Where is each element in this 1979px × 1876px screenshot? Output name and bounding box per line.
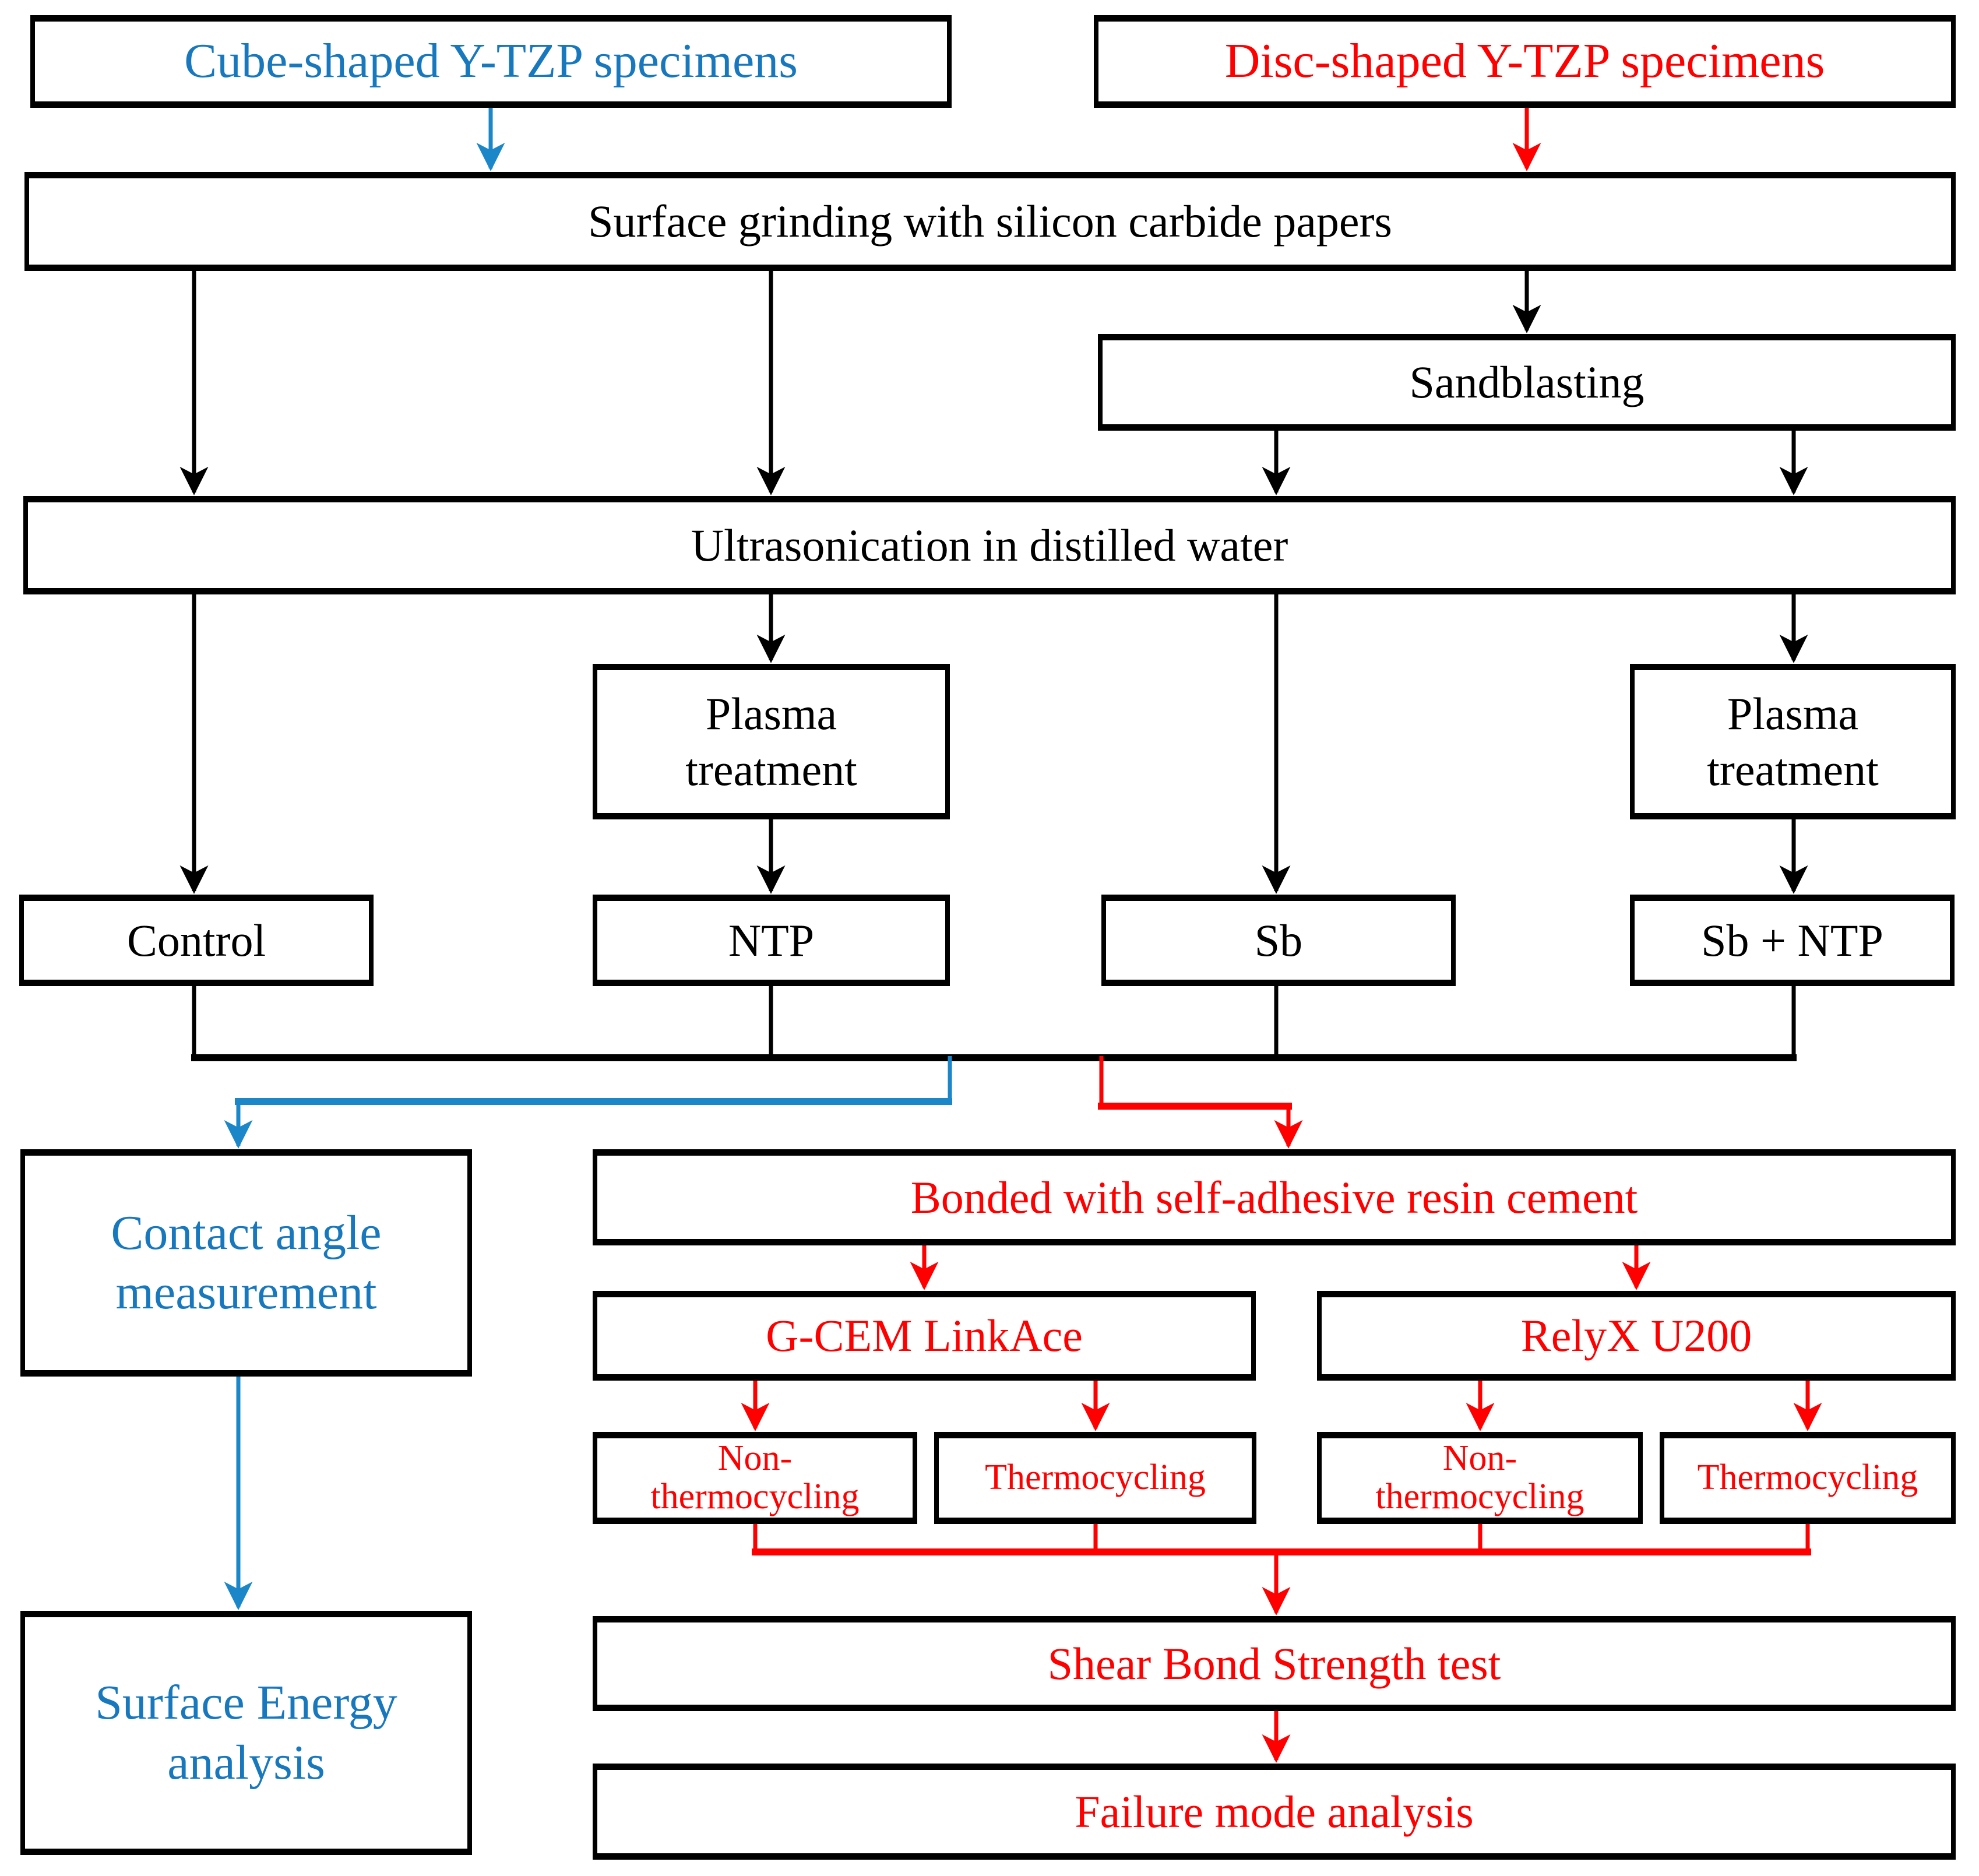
node-contact-angle-measurement: Contact angle measurement xyxy=(20,1149,472,1377)
node-gcem-thermocycling: Thermocycling xyxy=(934,1432,1256,1524)
node-surface-energy-analysis: Surface Energy analysis xyxy=(20,1611,472,1855)
node-relyx-non-thermocycling: Non- thermocycling xyxy=(1317,1432,1643,1524)
node-plasma-treatment-right: Plasma treatment xyxy=(1630,664,1956,819)
node-sandblasting: Sandblasting xyxy=(1098,334,1956,431)
node-group-sb-ntp: Sb + NTP xyxy=(1630,895,1955,986)
node-failure-mode-analysis: Failure mode analysis xyxy=(593,1764,1956,1860)
node-shear-bond-strength-test: Shear Bond Strength test xyxy=(593,1616,1956,1711)
node-group-ntp: NTP xyxy=(593,895,950,986)
node-surface-grinding: Surface grinding with silicon carbide pa… xyxy=(24,172,1956,271)
node-plasma-treatment-left: Plasma treatment xyxy=(593,664,950,819)
node-relyx-thermocycling: Thermocycling xyxy=(1660,1432,1956,1524)
node-gcem-linkace: G-CEM LinkAce xyxy=(593,1291,1256,1381)
node-disc-specimens: Disc-shaped Y-TZP specimens xyxy=(1094,15,1956,108)
node-relyx-u200: RelyX U200 xyxy=(1317,1291,1956,1381)
node-cube-specimens: Cube-shaped Y-TZP specimens xyxy=(30,15,952,108)
node-group-sb: Sb xyxy=(1101,895,1456,986)
node-bonded-resin-cement: Bonded with self-adhesive resin cement xyxy=(593,1149,1956,1245)
node-group-control: Control xyxy=(19,895,374,986)
node-gcem-non-thermocycling: Non- thermocycling xyxy=(593,1432,917,1524)
node-ultrasonication: Ultrasonication in distilled water xyxy=(23,496,1956,594)
